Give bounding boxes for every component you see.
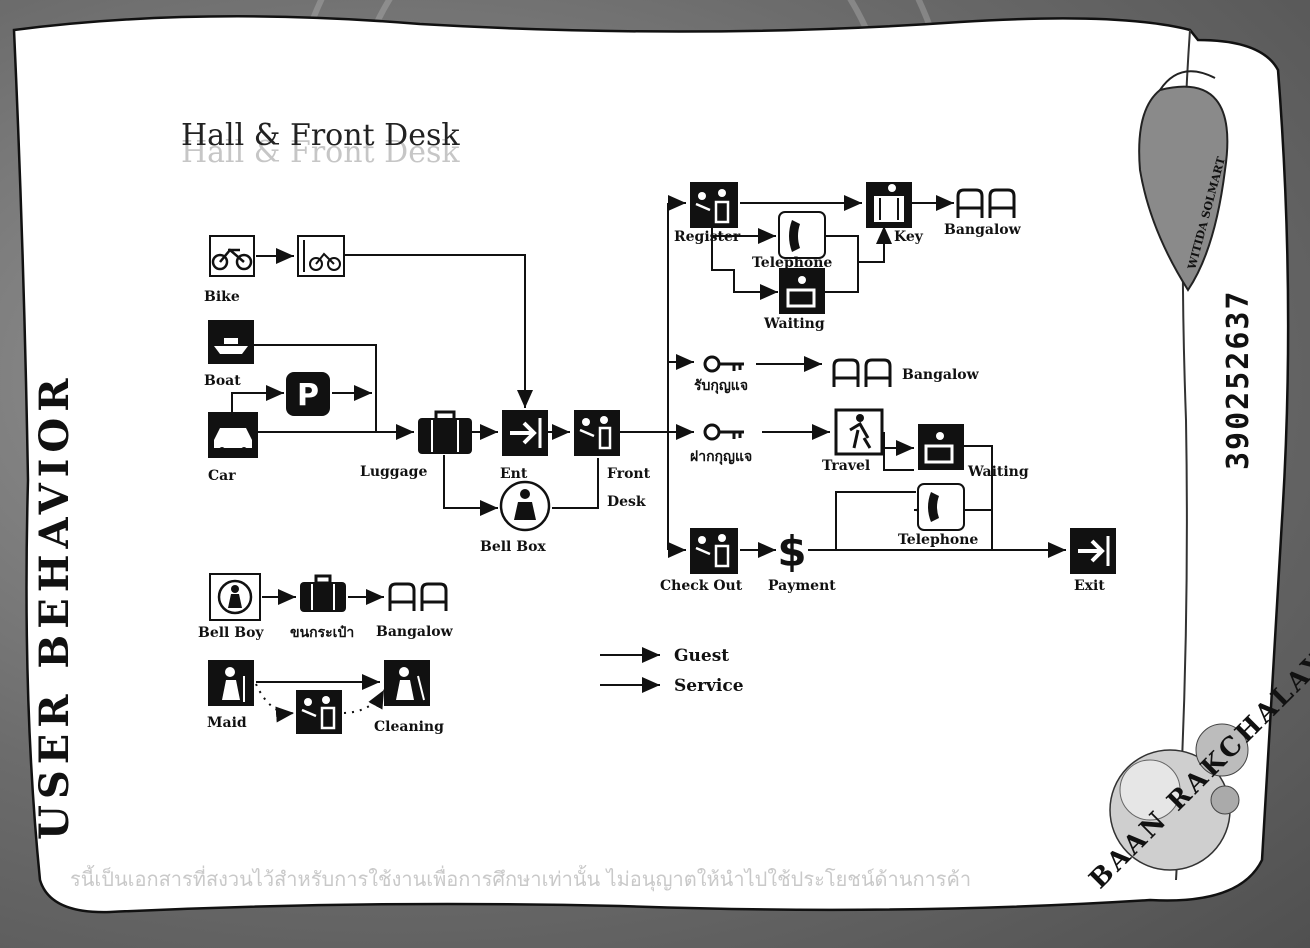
label-key: Key (894, 229, 924, 245)
parking-icon: P (286, 372, 330, 416)
bike-parking-icon (298, 236, 344, 276)
label-bell-box: Bell Box (480, 539, 546, 555)
label-check-out: Check Out (660, 578, 743, 594)
label-payment: Payment (768, 578, 836, 594)
key-icon (866, 182, 912, 228)
waiting-icon-mid (918, 424, 964, 470)
legend-guest: Guest (674, 646, 729, 666)
travel-icon (836, 410, 882, 454)
telephone-icon-mid (918, 484, 964, 530)
label-bangalow-bottom: Bangalow (376, 624, 454, 640)
boat-icon (208, 320, 254, 364)
label-telephone-mid: Telephone (898, 532, 978, 548)
label-boat: Boat (204, 373, 241, 389)
label-desk: Desk (607, 494, 646, 510)
label-exit: Exit (1074, 578, 1105, 594)
vertical-code: 390252637 (1221, 289, 1256, 470)
label-luggage: Luggage (360, 464, 427, 480)
front-desk-icon (574, 410, 620, 456)
check-out-icon (690, 528, 738, 574)
label-front: Front (607, 466, 651, 482)
label-car: Car (208, 468, 236, 484)
luggage-icon (418, 412, 472, 454)
label-receive-key: รับกุญแจ (694, 378, 748, 394)
bike-icon (210, 236, 254, 276)
entrance-icon (502, 410, 548, 456)
maid-icon (208, 660, 254, 706)
parking-letter: P (297, 378, 319, 413)
label-bell-boy: Bell Boy (198, 625, 264, 641)
watermark-text: รนี้เป็นเอกสารที่สงวนไว้สำหรับการใช้งานเ… (70, 865, 971, 892)
label-deposit-key: ฝากกุญแจ (690, 449, 752, 465)
label-maid: Maid (207, 715, 247, 731)
dollar-icon: $ (777, 527, 806, 576)
service-desk-icon (296, 690, 342, 734)
label-telephone-top: Telephone (752, 255, 832, 271)
label-travel: Travel (822, 458, 870, 474)
bell-boy-icon (210, 574, 260, 620)
legend-service: Service (674, 676, 744, 696)
bell-box-icon (501, 482, 549, 530)
waiting-icon-top (779, 268, 825, 314)
exit-icon (1070, 528, 1116, 574)
label-bike: Bike (204, 289, 240, 305)
label-bangalow-mid: Bangalow (902, 367, 980, 383)
page-title-shadow: Hall & Front Desk (181, 135, 460, 170)
label-cleaning: Cleaning (374, 719, 444, 735)
register-icon (690, 182, 738, 228)
label-bangalow-top: Bangalow (944, 222, 1022, 238)
car-icon (208, 412, 258, 458)
label-ent: Ent (500, 466, 528, 482)
telephone-icon-top (779, 212, 825, 258)
label-carry-luggage: ขนกระเป๋า (290, 625, 354, 641)
label-waiting-top: Waiting (763, 316, 825, 332)
side-title: USER BEHAVIOR (31, 373, 78, 840)
label-register: Register (674, 229, 741, 245)
label-waiting-mid: Waiting (967, 464, 1029, 480)
cleaning-icon (384, 660, 430, 706)
